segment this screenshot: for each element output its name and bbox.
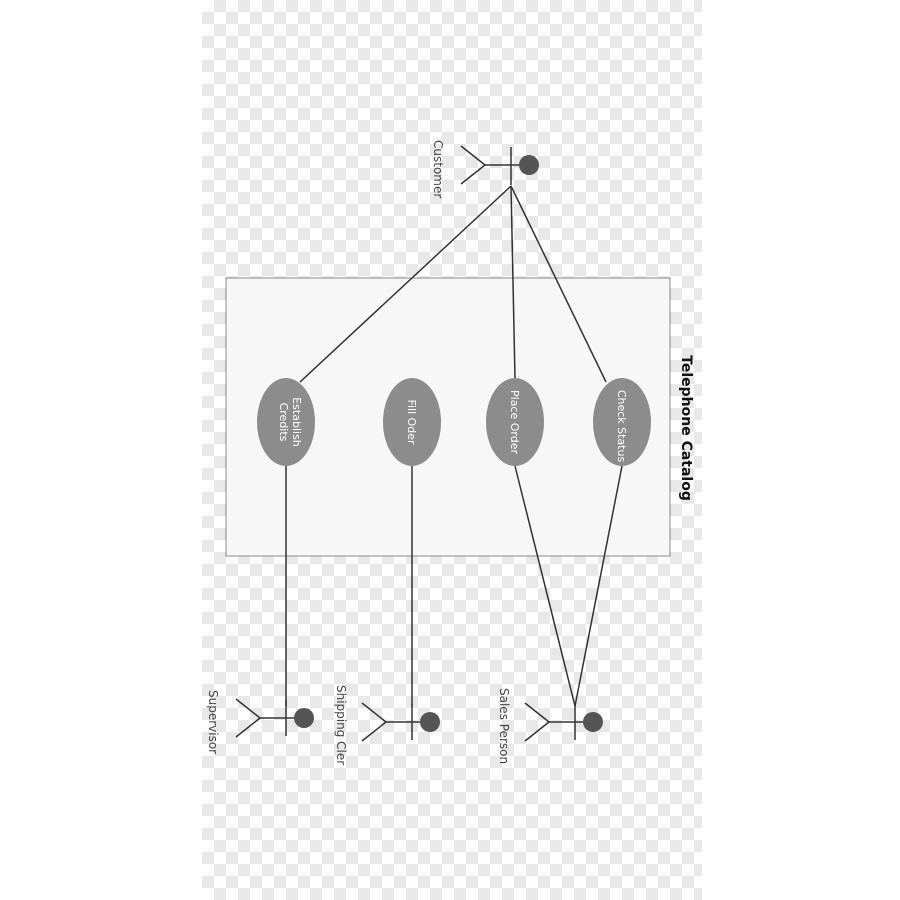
actor-body-icon	[235, 698, 294, 738]
actor-body-icon	[361, 702, 420, 742]
actor-head-icon	[294, 708, 314, 728]
actor-head-icon	[583, 712, 603, 732]
use-case-label: Place Order	[508, 390, 521, 454]
associations	[285, 185, 623, 707]
use-case-label-line1: Establish	[290, 397, 303, 447]
actor-head-icon	[420, 712, 440, 732]
actor-body-icon	[460, 145, 519, 185]
actor-customer[interactable]: Customer	[431, 140, 539, 198]
actor-label: Shipping Cler	[334, 685, 348, 765]
use-case-check-status[interactable]: Check Status	[593, 378, 651, 466]
actor-label: Supervisor	[206, 690, 220, 754]
use-case-ellipse	[383, 378, 441, 466]
use-case-ellipse	[486, 378, 544, 466]
association-customer-establish-credits	[299, 185, 512, 383]
use-case-place-order[interactable]: Place Order	[486, 378, 544, 466]
actor-body-icon	[524, 702, 583, 742]
actor-label: Sales Person	[497, 688, 511, 764]
system-title: Telephone Catalog	[678, 355, 694, 501]
use-case-ellipse	[593, 378, 651, 466]
use-case-label: Fill Oder	[405, 399, 418, 445]
actor-shipping-clerk[interactable]: Shipping Cler	[334, 685, 440, 765]
association-sales-person-place-order	[514, 465, 576, 707]
use-case-label: Check Status	[615, 390, 628, 463]
use-case-establish-credits[interactable]: Establish Credits	[257, 378, 315, 466]
association-customer-place-order	[510, 185, 516, 379]
association-customer-check-status	[510, 185, 607, 383]
actor-head-icon	[519, 155, 539, 175]
use-case-label-line2: Credits	[277, 403, 290, 442]
use-case-ellipse	[257, 378, 315, 466]
association-sales-person-check-status	[574, 465, 623, 707]
use-case-fill-order[interactable]: Fill Oder	[383, 378, 441, 466]
actor-supervisor[interactable]: Supervisor	[206, 690, 314, 754]
actor-sales-person[interactable]: Sales Person	[497, 688, 603, 764]
actor-label: Customer	[431, 140, 445, 198]
